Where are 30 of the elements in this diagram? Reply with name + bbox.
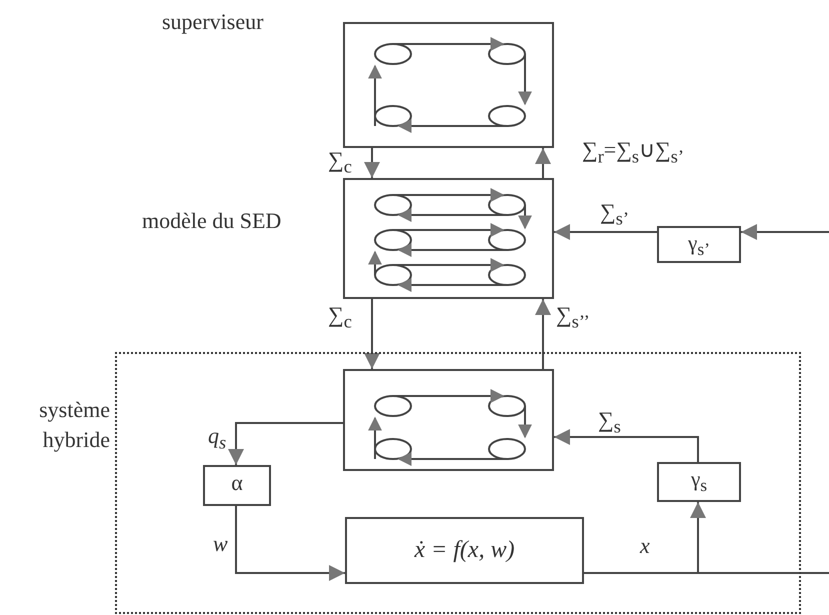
- block-symbol: γ$_{s’}$: [688, 230, 710, 260]
- connector-arrow: [235, 506, 345, 581]
- connector-arrow: [535, 299, 551, 369]
- block-symbol: γ$_{s}$: [690, 466, 708, 496]
- automaton-box: [343, 369, 554, 471]
- connector-arrow: [554, 429, 699, 462]
- block-title: modèle du SED: [142, 207, 282, 235]
- connector-arrow: [364, 299, 380, 369]
- block-symbol: α: [231, 469, 243, 496]
- connector-arrow: [554, 224, 657, 240]
- block-box: [345, 517, 584, 584]
- equation: ẋ = f(x, w): [414, 537, 515, 564]
- connector-arrow: [741, 224, 829, 240]
- edge-label: ∑$_{c}$: [328, 148, 352, 177]
- edge-label: ∑$_{s}$: [598, 408, 621, 437]
- edge-label: w: [213, 532, 228, 556]
- block-title: système hybride: [38, 396, 110, 454]
- block-title: superviseur: [162, 8, 264, 36]
- edge-label: ∑$_{s’}$: [600, 200, 629, 229]
- connector-arrow: [364, 148, 380, 178]
- block-box: [203, 465, 271, 506]
- edge-label: x: [640, 534, 650, 558]
- block-box: [657, 462, 741, 502]
- edge-label: ∑$_{s’’}$: [556, 303, 590, 332]
- block-box: [657, 226, 741, 263]
- connector-arrow: [535, 148, 551, 178]
- edge-label: ∑$_{c}$: [328, 303, 352, 332]
- connector-arrow: [228, 422, 343, 465]
- edge-label: q$_{s}$: [208, 424, 226, 453]
- edge-label: ∑$_{r}$=∑$_{s}$∪∑$_{s’}$: [582, 138, 684, 167]
